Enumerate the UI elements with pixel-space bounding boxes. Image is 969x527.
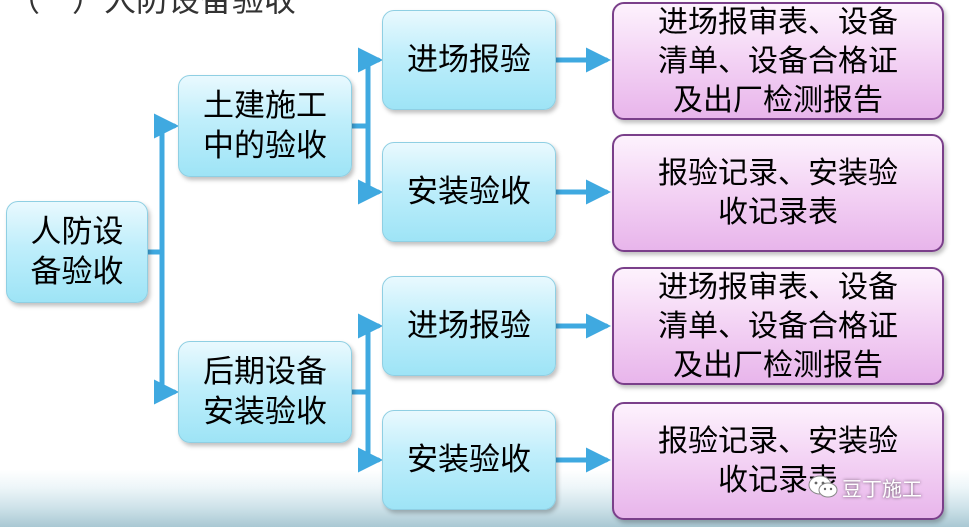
leaf-node-entry-inspection-1: 进场报验: [382, 10, 556, 110]
detail1-line-3: 及出厂检测报告: [673, 82, 883, 118]
watermark: 豆丁施工: [808, 470, 922, 504]
root-line-1: 人防设: [30, 214, 124, 250]
detail2-line-2: 收记录表: [718, 195, 838, 230]
branch-node-civil: 土建施工 中的验收: [178, 75, 352, 177]
detail1-line-2: 清单、设备合格证: [658, 43, 898, 79]
detail-node-install-records-1: 报验记录、安装验 收记录表: [612, 134, 944, 252]
leaf-node-installation-acceptance-1: 安装验收: [382, 142, 556, 242]
root-node: 人防设 备验收: [6, 201, 148, 303]
slide-heading: （一）人防设备验收: [8, 0, 297, 19]
detail4-line-1: 报验记录、安装验: [658, 424, 898, 459]
leaf-node-installation-acceptance-2: 安装验收: [382, 410, 556, 510]
leaf4-label: 安装验收: [407, 442, 531, 478]
leaf2-label: 安装验收: [407, 174, 531, 210]
branch2-line-2: 安装验收: [203, 394, 327, 430]
detail2-line-1: 报验记录、安装验: [658, 156, 898, 191]
wechat-icon: [808, 475, 838, 498]
branch2-line-1: 后期设备: [203, 354, 327, 390]
detail3-line-3: 及出厂检测报告: [673, 347, 883, 383]
detail-node-entry-docs-2: 进场报审表、设备 清单、设备合格证 及出厂检测报告: [612, 267, 944, 385]
leaf3-label: 进场报验: [407, 308, 531, 344]
detail3-line-1: 进场报审表、设备: [658, 269, 898, 305]
detail1-line-1: 进场报审表、设备: [658, 4, 898, 40]
branch1-line-2: 中的验收: [203, 128, 327, 164]
detail3-line-2: 清单、设备合格证: [658, 308, 898, 344]
leaf1-label: 进场报验: [407, 42, 531, 78]
watermark-text: 豆丁施工: [842, 476, 922, 501]
root-line-2: 备验收: [30, 254, 124, 290]
leaf-node-entry-inspection-2: 进场报验: [382, 276, 556, 376]
branch-node-later-install: 后期设备 安装验收: [178, 341, 352, 443]
detail-node-entry-docs-1: 进场报审表、设备 清单、设备合格证 及出厂检测报告: [612, 2, 944, 120]
branch1-line-1: 土建施工: [203, 88, 327, 124]
